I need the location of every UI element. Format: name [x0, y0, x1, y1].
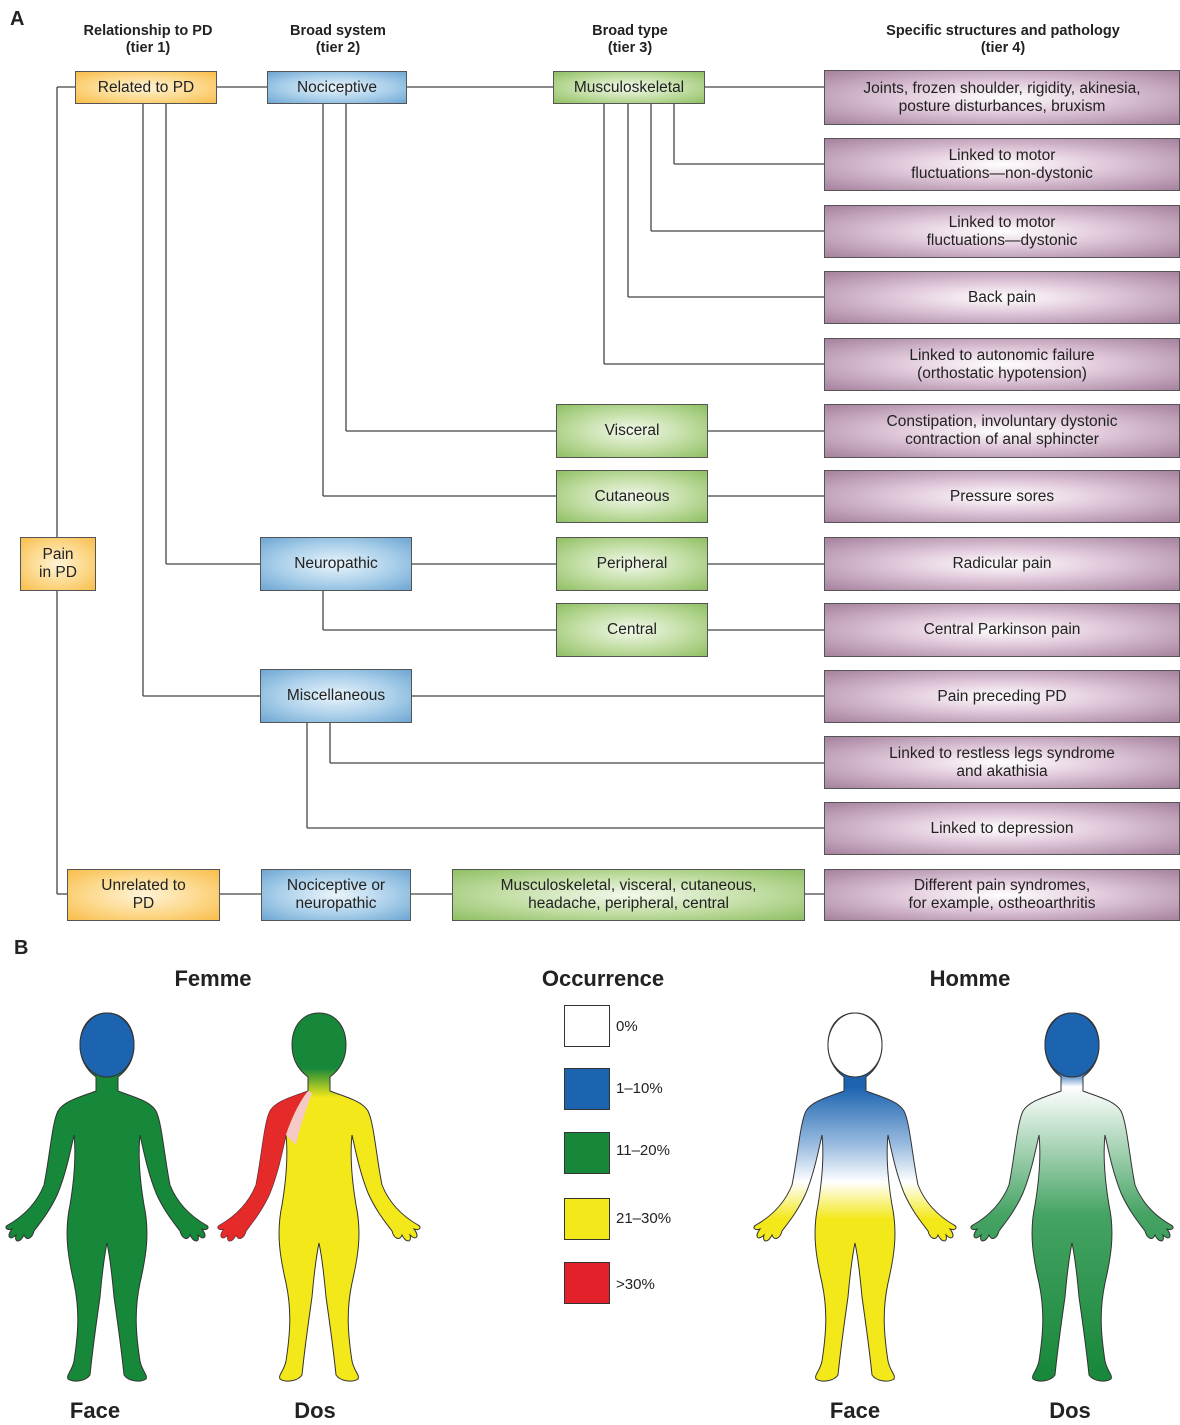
pathology-back-pain: Back pain — [824, 271, 1180, 324]
tier2-header: Broad system (tier 2) — [290, 23, 386, 56]
male-face-label: Face — [829, 1398, 881, 1423]
panel-a-label: A — [10, 8, 25, 30]
legend-label-4: >30% — [616, 1276, 655, 1293]
node-nociceptive-or-neuropathic: Nociceptive or neuropathic — [261, 869, 411, 921]
femme-title: Femme — [174, 966, 252, 991]
pathology-dystonic: Linked to motor fluctuations—dystonic — [824, 205, 1180, 258]
tier4-header: Specific structures and pathology (tier … — [886, 23, 1120, 56]
node-unrelated-to-pd: Unrelated to PD — [67, 869, 220, 921]
pathology-constipation: Constipation, involuntary dystonic contr… — [824, 404, 1180, 458]
node-nociceptive: Nociceptive — [267, 71, 407, 104]
homme-title: Homme — [929, 966, 1011, 991]
legend-swatch-0 — [564, 1005, 610, 1047]
legend-swatch-1 — [564, 1068, 610, 1110]
occurrence-title: Occurrence — [541, 966, 665, 991]
female-back-label: Dos — [294, 1398, 336, 1423]
node-musculoskeletal-other: Musculoskeletal, visceral, cutaneous, he… — [452, 869, 805, 921]
legend-label-2: 11–20% — [616, 1142, 670, 1159]
pathology-depression: Linked to depression — [824, 802, 1180, 855]
pathology-central-parkinson-pain: Central Parkinson pain — [824, 603, 1180, 657]
node-neuropathic: Neuropathic — [260, 537, 412, 591]
pathology-pressure-sores: Pressure sores — [824, 470, 1180, 523]
pathology-different-syndromes: Different pain syndromes, for example, o… — [824, 869, 1180, 921]
tier3-header: Broad type (tier 3) — [592, 23, 668, 56]
node-central: Central — [556, 603, 708, 657]
male-back-figure — [965, 1012, 1180, 1385]
legend-label-0: 0% — [616, 1018, 638, 1035]
female-face-label: Face — [69, 1398, 121, 1423]
connector-lines — [56, 86, 824, 895]
legend-swatch-2 — [564, 1132, 610, 1174]
male-back-label: Dos — [1049, 1398, 1091, 1423]
pathology-non-dystonic: Linked to motor fluctuations—non-dystoni… — [824, 138, 1180, 191]
legend-label-3: 21–30% — [616, 1210, 672, 1227]
panel-b-label: B — [14, 937, 29, 959]
node-visceral: Visceral — [556, 404, 708, 458]
legend-swatch-4 — [564, 1262, 610, 1304]
node-related-to-pd: Related to PD — [75, 71, 217, 104]
node-pain-in-pd: Pain in PD — [20, 537, 96, 591]
male-front-figure — [748, 1012, 963, 1385]
pathology-restless-legs: Linked to restless legs syndrome and aka… — [824, 736, 1180, 789]
node-peripheral: Peripheral — [556, 537, 708, 591]
legend-label-1: 1–10% — [616, 1080, 663, 1097]
tier1-header: Relationship to PD (tier 1) — [83, 23, 213, 56]
pathology-autonomic-failure: Linked to autonomic failure (orthostatic… — [824, 338, 1180, 391]
pathology-radicular-pain: Radicular pain — [824, 537, 1180, 591]
legend-swatch-3 — [564, 1198, 610, 1240]
pathology-joints: Joints, frozen shoulder, rigidity, akine… — [824, 70, 1180, 125]
pathology-pain-preceding-pd: Pain preceding PD — [824, 670, 1180, 723]
node-miscellaneous: Miscellaneous — [260, 669, 412, 723]
female-front-figure — [0, 1012, 215, 1385]
female-back-figure — [212, 1005, 427, 1385]
node-cutaneous: Cutaneous — [556, 470, 708, 523]
node-musculoskeletal: Musculoskeletal — [553, 71, 705, 104]
